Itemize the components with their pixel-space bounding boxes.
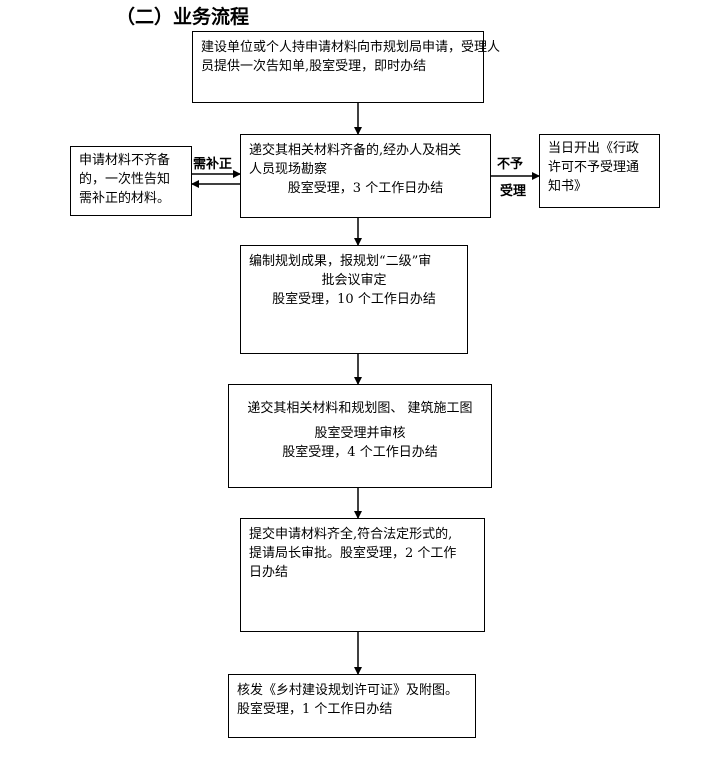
step-issue-line-2: 股室受理，1 个工作日办结	[237, 702, 393, 717]
step-apply-line-1: 建设单位或个人持申请材料向市规划局申请，受理人	[201, 40, 501, 55]
step-approval-line-1: 提交申请材料齐全,符合法定形式的,	[249, 527, 453, 542]
step-apply-box: 建设单位或个人持申请材料向市规划局申请，受理人 员提供一次告知单,股室受理，即时…	[192, 31, 501, 103]
step-plan-line-2: 批会议审定	[321, 273, 387, 288]
reject-label-bottom: 受理	[500, 184, 527, 199]
step-issue-line-1: 核发《乡村建设规划许可证》及附图。	[237, 683, 459, 698]
step-drawings-line-3: 股室受理，4 个工作日办结	[282, 445, 438, 460]
reject-label-top: 不予	[497, 157, 524, 172]
rejection-notice-box: 当日开出《行政 许可不予受理通 知书》	[539, 134, 660, 208]
step-survey-box: 递交其相关材料齐备的,经办人及相关 人员现场勘察 股室受理，3 个工作日办结	[240, 134, 491, 218]
step-approval-line-3: 日办结	[249, 565, 289, 580]
step-plan-box: 编制规划成果，报规划“二级”审 批会议审定 股室受理，10 个工作日办结	[240, 245, 468, 354]
step-survey-line-1: 递交其相关材料齐备的,经办人及相关	[249, 143, 462, 158]
step-approval-line-2: 提请局长审批。股室受理，2 个工作	[249, 546, 457, 561]
step-drawings-line-1: 递交其相关材料和规划图、 建筑施工图	[247, 401, 473, 416]
rejection-notice-line-2: 许可不予受理通	[548, 160, 640, 175]
step-drawings-line-2: 股室受理并审核	[314, 426, 406, 441]
page-title: （二）业务流程	[116, 6, 250, 28]
step-survey-line-2: 人员现场勘察	[249, 162, 328, 177]
step-survey-line-3: 股室受理，3 个工作日办结	[287, 181, 444, 196]
step-issue-box: 核发《乡村建设规划许可证》及附图。 股室受理，1 个工作日办结	[228, 674, 476, 738]
supplement-notice-box: 申请材料不齐备 的，一次性告知 需补正的材料。	[70, 146, 192, 216]
step-plan-line-3: 股室受理，10 个工作日办结	[272, 292, 436, 307]
step-apply-line-2: 员提供一次告知单,股室受理，即时办结	[201, 59, 427, 74]
step-drawings-box: 递交其相关材料和规划图、 建筑施工图 股室受理并审核 股室受理，4 个工作日办结	[228, 384, 492, 488]
step-approval-box: 提交申请材料齐全,符合法定形式的, 提请局长审批。股室受理，2 个工作 日办结	[240, 518, 485, 632]
supplement-notice-line-2: 的，一次性告知	[79, 172, 171, 187]
rejection-notice-line-3: 知书》	[548, 179, 588, 194]
supplement-notice-line-1: 申请材料不齐备	[79, 153, 171, 168]
supplement-label: 需补正	[193, 157, 233, 172]
step-plan-line-1: 编制规划成果，报规划“二级”审	[249, 254, 432, 269]
rejection-notice-line-1: 当日开出《行政	[548, 141, 640, 156]
supplement-notice-line-3: 需补正的材料。	[79, 191, 171, 206]
